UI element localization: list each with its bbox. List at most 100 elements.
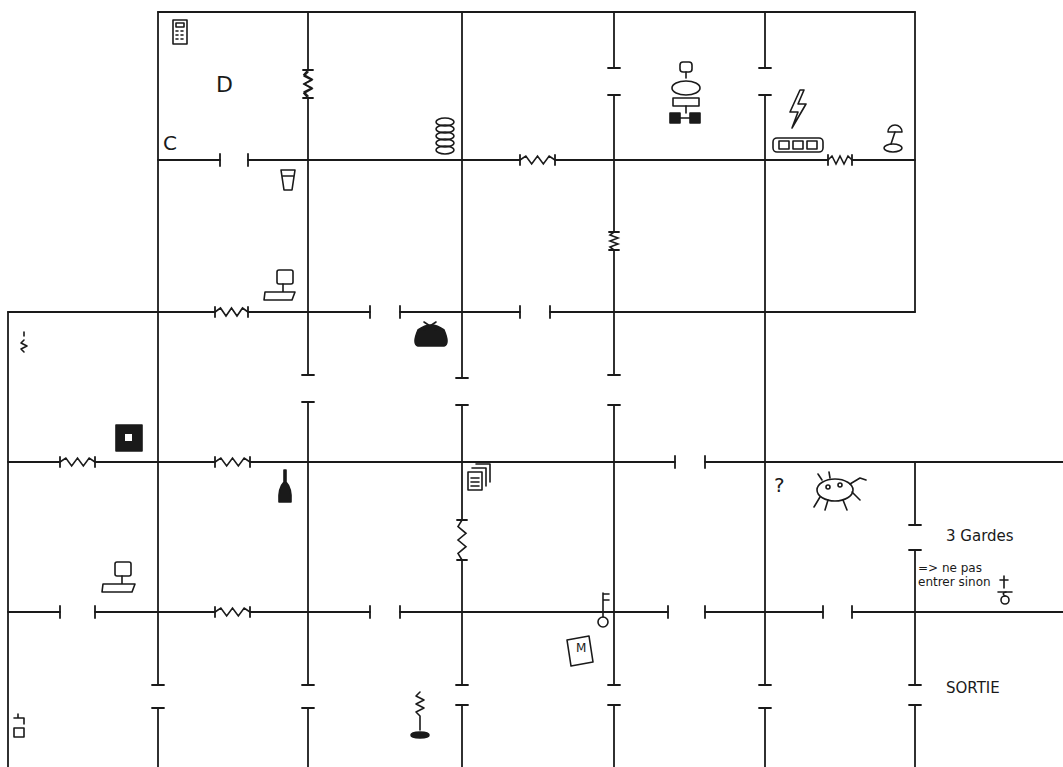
wall-stroke (152, 684, 164, 686)
wall-stroke (399, 606, 401, 618)
wall-stroke (909, 704, 921, 706)
wall-stroke (219, 154, 221, 166)
question-mark: ? (774, 474, 785, 497)
wall-stroke (400, 311, 520, 313)
wall-stroke (909, 524, 921, 526)
exit-label: SORTIE (946, 680, 1000, 697)
warning-note: => ne pas entrer sinon (918, 562, 998, 590)
lightning-icon (790, 90, 806, 128)
door-zigzag (520, 156, 555, 164)
wall-stroke (399, 306, 401, 318)
wall-stroke (95, 461, 215, 463)
wall-stroke (704, 606, 706, 618)
computer-icon (102, 562, 135, 592)
wall-stroke (759, 684, 771, 686)
wall-stroke (613, 12, 615, 68)
wall-stroke (461, 705, 463, 767)
wall-stroke (307, 12, 309, 70)
wall-stroke (909, 684, 921, 686)
wall-stroke (59, 606, 61, 618)
monster-icon (814, 472, 866, 510)
wall-stroke (456, 377, 468, 379)
spring-icon (304, 72, 312, 96)
wall-stroke (302, 401, 314, 403)
wall-stroke (158, 11, 915, 13)
wall-stroke (705, 611, 823, 613)
wall-stroke (8, 611, 60, 613)
wall-stroke (214, 607, 216, 617)
death-symbol (998, 576, 1012, 604)
square-icon (116, 425, 142, 451)
door-zigzag (60, 458, 95, 466)
wall-stroke (214, 307, 216, 317)
wall-stroke (247, 154, 249, 166)
wall-stroke (157, 708, 159, 767)
wall-stroke (608, 404, 620, 406)
lamp-icon (884, 125, 902, 152)
wall-stroke (613, 705, 615, 767)
wall-stroke (667, 606, 669, 618)
wall-stroke (608, 374, 620, 376)
key-icon (598, 593, 609, 627)
wall-stroke (909, 549, 921, 551)
battery-icon (773, 138, 823, 152)
room-letter: D (216, 72, 233, 97)
wall-stroke (158, 159, 220, 161)
wall-stroke (759, 707, 771, 709)
wall-stroke (705, 461, 1063, 463)
coil-icon (436, 118, 454, 154)
wall-stroke (461, 405, 463, 520)
wall-stroke (250, 611, 370, 613)
wall-stroke (613, 405, 615, 685)
wall-stroke (519, 155, 521, 165)
wall-stroke (550, 311, 915, 313)
wall-stroke (704, 456, 706, 468)
wall-stroke (456, 404, 468, 406)
wall-stroke (302, 707, 314, 709)
wall-stroke (307, 98, 309, 375)
door-zigzag (828, 156, 852, 164)
wall-stroke (914, 12, 916, 312)
door-zigzag (458, 520, 466, 560)
wall-stroke (152, 707, 164, 709)
papers-icon (468, 464, 490, 490)
wall-stroke (851, 606, 853, 618)
wall-stroke (248, 159, 520, 161)
wall-stroke (555, 159, 828, 161)
wall-stroke (461, 12, 463, 378)
wall-stroke (302, 684, 314, 686)
guard-note: 3 Gardes (946, 528, 1014, 545)
wall-stroke (95, 611, 215, 613)
wall-stroke (369, 606, 371, 618)
wall-stroke (608, 67, 620, 69)
purse-icon (415, 322, 447, 346)
wall-stroke (214, 457, 216, 467)
wall-stroke (613, 95, 615, 232)
wall-stroke (608, 684, 620, 686)
wall-stroke (852, 611, 1063, 613)
door-zigzag (215, 308, 248, 316)
wall-stroke (307, 402, 309, 685)
wave-mark (21, 332, 27, 352)
wall-stroke (157, 12, 159, 685)
wall-stroke (248, 311, 370, 313)
wall-stroke (59, 457, 61, 467)
bottle-icon (279, 470, 291, 502)
small-device-icon (14, 714, 24, 737)
spring-stick-icon (411, 692, 429, 738)
computer-icon (264, 270, 295, 300)
wall-stroke (914, 550, 916, 685)
wall-stroke (519, 306, 521, 318)
wall-stroke (608, 94, 620, 96)
door-zigzag (304, 70, 312, 98)
wall-stroke (456, 684, 468, 686)
door-zigzag (215, 608, 250, 616)
wall-stroke (764, 95, 766, 685)
calculator-icon (173, 20, 187, 44)
wall-stroke (609, 231, 619, 233)
wall-stroke (827, 155, 829, 165)
wall-stroke (400, 611, 668, 613)
